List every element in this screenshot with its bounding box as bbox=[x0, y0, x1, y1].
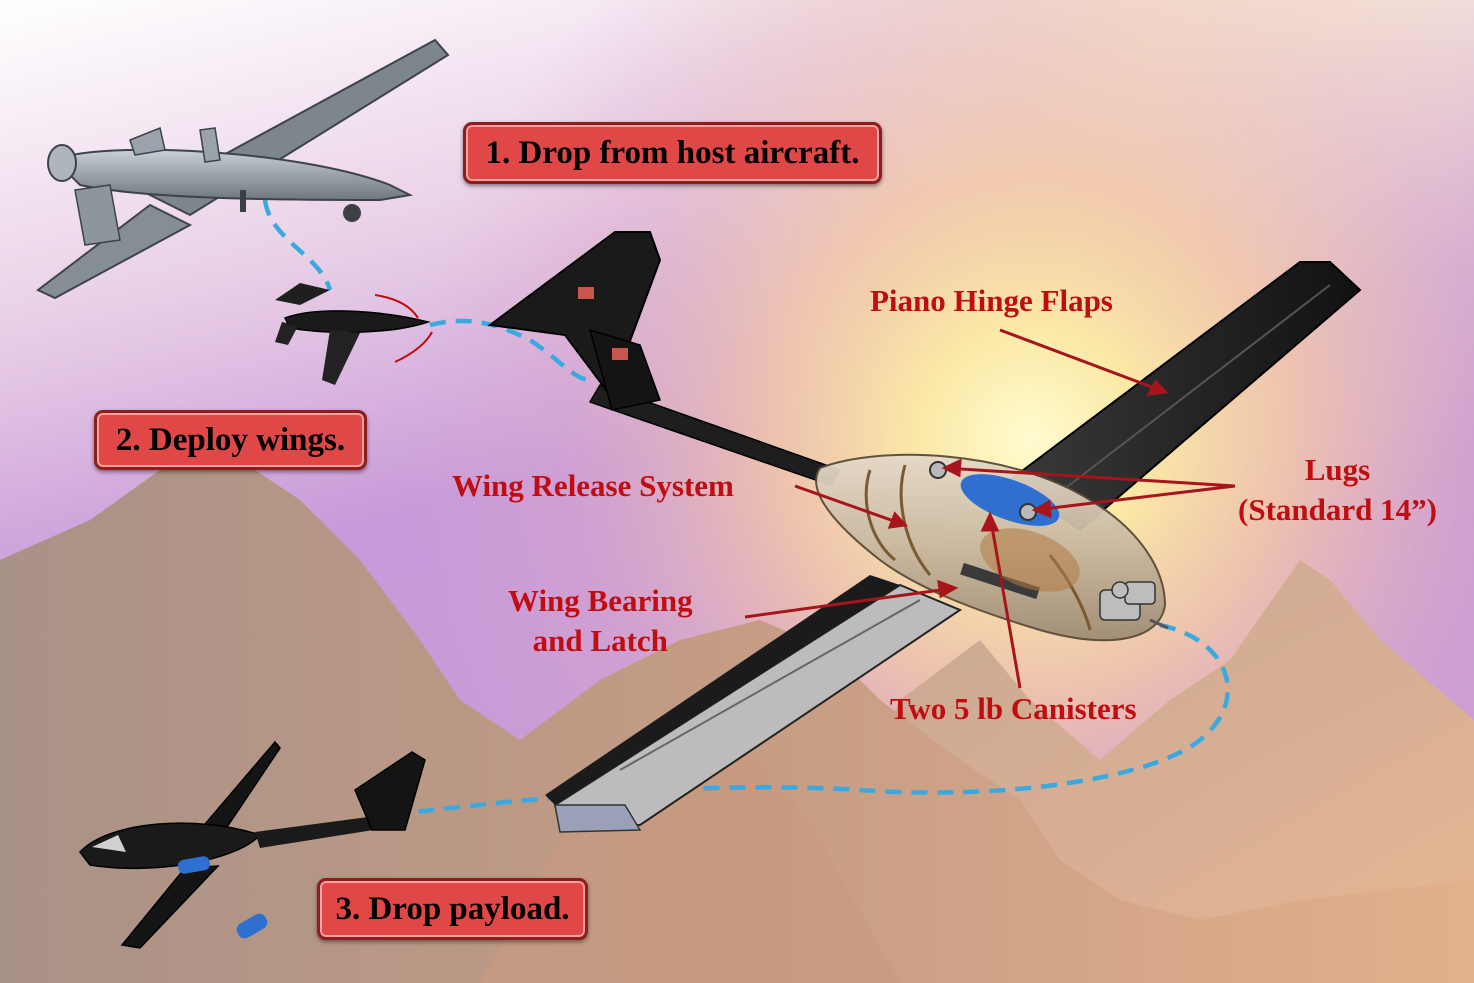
folded-wing-uav-icon bbox=[275, 283, 433, 385]
leader-lines bbox=[744, 328, 1236, 689]
step-1-label: 1. Drop from host aircraft. bbox=[485, 134, 860, 171]
callout-two-canisters: Two 5 lb Canisters bbox=[890, 691, 1137, 726]
callout-wing-release-system: Wing Release System bbox=[452, 468, 734, 503]
step-3-label: 3. Drop payload. bbox=[335, 890, 570, 927]
callout-wing-bearing-latch: Wing Bearing and Latch bbox=[508, 581, 693, 661]
callout-lugs-line1: Lugs bbox=[1304, 452, 1371, 487]
callout-piano-hinge-flaps: Piano Hinge Flaps bbox=[870, 283, 1113, 318]
step-3-box: 3. Drop payload. bbox=[317, 878, 588, 940]
deployed-uav-icon bbox=[79, 740, 426, 949]
uav-cutaway-icon bbox=[487, 231, 1362, 833]
step-2-box: 2. Deploy wings. bbox=[94, 410, 367, 470]
step-1-box: 1. Drop from host aircraft. bbox=[463, 122, 882, 184]
host-aircraft-icon bbox=[36, 38, 450, 300]
callout-lugs: Lugs (Standard 14”) bbox=[1238, 450, 1437, 530]
callout-wing-bearing-line1: Wing Bearing bbox=[508, 583, 693, 618]
payload-canister-falling-icon bbox=[236, 913, 268, 939]
callout-lugs-line2: (Standard 14”) bbox=[1238, 492, 1437, 527]
step-2-label: 2. Deploy wings. bbox=[115, 421, 346, 458]
callout-wing-bearing-line2: and Latch bbox=[532, 623, 668, 658]
